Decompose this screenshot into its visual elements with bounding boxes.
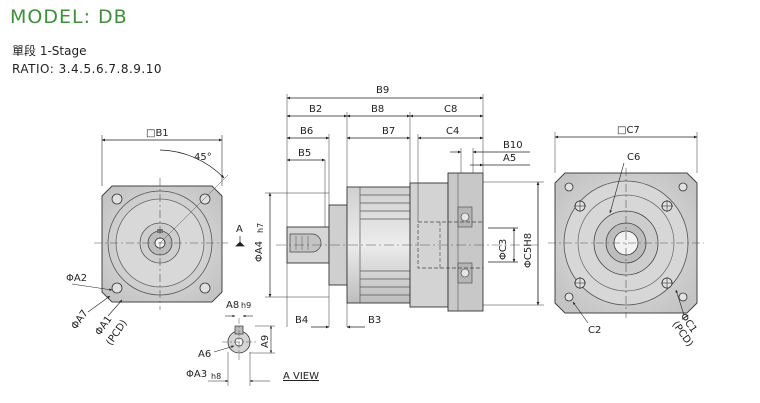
label-c7: □C7 bbox=[617, 125, 640, 136]
label-a-view: A VIEW bbox=[283, 371, 319, 382]
view-arrow-icon bbox=[235, 236, 245, 247]
label-c8: C8 bbox=[444, 104, 457, 115]
label-b7: B7 bbox=[382, 126, 395, 137]
label-c6: C6 bbox=[627, 152, 640, 163]
label-b9: B9 bbox=[376, 85, 389, 96]
label-c2: C2 bbox=[588, 325, 601, 336]
side-dim-lines bbox=[268, 96, 540, 329]
side-view bbox=[276, 172, 538, 312]
front-view-left bbox=[94, 178, 228, 310]
label-phi-c5: ΦC5H8 bbox=[523, 233, 534, 268]
label-b2: B2 bbox=[309, 104, 322, 115]
label-b5: B5 bbox=[298, 148, 311, 159]
label-a6: A6 bbox=[198, 349, 211, 360]
label-phi-a4: ΦA4 bbox=[254, 241, 265, 262]
label-phi-a3: ΦA3 bbox=[186, 369, 207, 380]
label-angle: 45° bbox=[194, 152, 212, 163]
dim-angle: 45° bbox=[159, 149, 229, 244]
label-phi-a7: ΦA7 bbox=[69, 308, 90, 332]
label-b1: □B1 bbox=[146, 128, 169, 139]
label-a3-tol: h8 bbox=[211, 372, 221, 381]
label-phi-c3: ΦC3 bbox=[498, 239, 509, 260]
a-view: A8 h9 A9 A6 ΦA3 h8 A VIEW bbox=[186, 300, 319, 386]
label-b8: B8 bbox=[371, 104, 384, 115]
side-dim-labels: B9 B2 B8 C8 B6 B7 C4 B10 A5 B5 A ΦA4 h7 … bbox=[235, 85, 534, 326]
label-a5: A5 bbox=[503, 153, 516, 164]
stage-label: 單段 1-Stage bbox=[12, 44, 87, 58]
label-b4: B4 bbox=[295, 315, 308, 326]
rear-view-right bbox=[548, 168, 704, 318]
label-a8-tol: h9 bbox=[241, 301, 251, 310]
label-b10: B10 bbox=[503, 140, 523, 151]
label-c4: C4 bbox=[446, 126, 459, 137]
label-phi-a2: ΦA2 bbox=[66, 273, 87, 284]
label-a4-tol: h7 bbox=[256, 223, 265, 233]
label-a-marker: A bbox=[236, 224, 243, 235]
model-title: MODEL: DB bbox=[10, 6, 128, 28]
label-a9: A9 bbox=[260, 335, 271, 348]
label-b3: B3 bbox=[368, 315, 381, 326]
label-b6: B6 bbox=[300, 126, 313, 137]
label-a8: A8 bbox=[226, 300, 239, 311]
side-dimensions bbox=[265, 94, 544, 327]
ratio-label: RATIO: 3.4.5.6.7.8.9.10 bbox=[12, 62, 163, 76]
